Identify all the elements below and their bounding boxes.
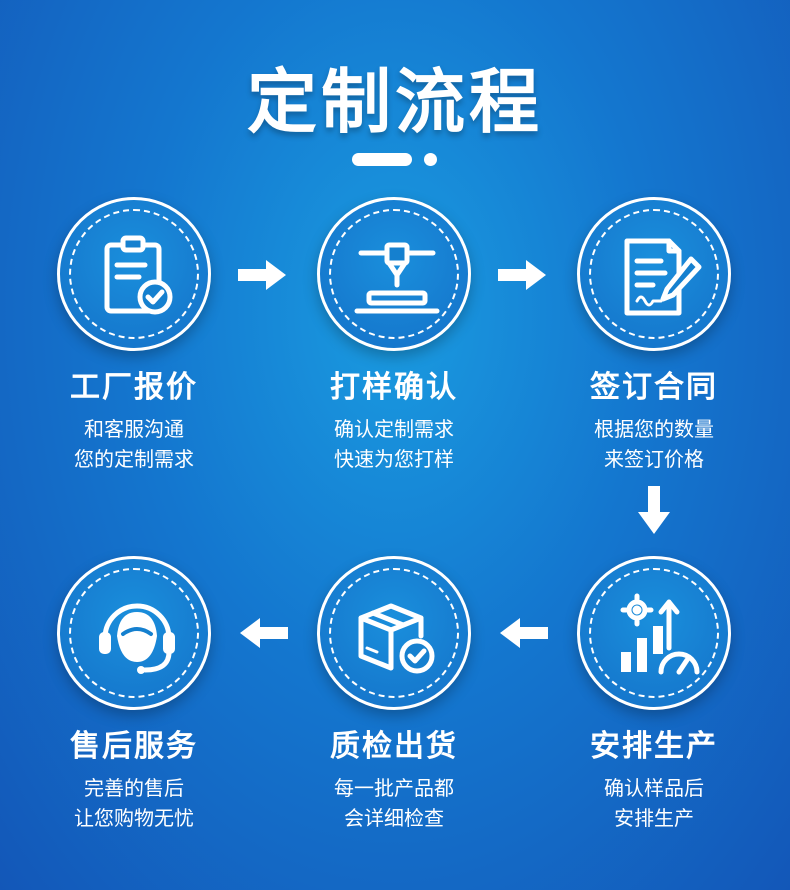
step-5-desc-line1: 每一批产品都 [334, 776, 454, 800]
arrow-left-icon [500, 618, 548, 648]
step-6-desc-line2: 让您购物无忧 [74, 806, 194, 830]
step-1-circle [57, 197, 211, 351]
step-2-desc-line2: 快速为您打样 [334, 447, 454, 471]
step-1-desc-line1: 和客服沟通 [84, 417, 184, 441]
step-6-title: 售后服务 [70, 729, 198, 764]
step-3-desc-line2: 来签订价格 [604, 447, 704, 471]
title-underline-bar [352, 153, 412, 166]
step-4-desc-line2: 安排生产 [614, 806, 694, 830]
3d-printer-icon [354, 242, 440, 314]
step-5-title: 质检出货 [330, 729, 458, 764]
step-2-title: 打样确认 [330, 370, 458, 405]
step-2-circle [317, 197, 471, 351]
production-chart-icon [620, 593, 700, 675]
step-4-circle [577, 556, 731, 710]
step-1-title: 工厂报价 [70, 370, 198, 405]
contract-pen-icon [624, 238, 702, 316]
step-5-circle [317, 556, 471, 710]
step-5-desc-line2: 会详细检查 [344, 806, 444, 830]
clipboard-check-icon [104, 235, 173, 315]
step-4-desc-line1: 确认样品后 [604, 776, 704, 800]
arrow-down-icon [638, 486, 670, 534]
step-4-title: 安排生产 [590, 729, 718, 764]
step-3-title: 签订合同 [590, 370, 718, 405]
title-underline-dot [424, 153, 437, 166]
headset-agent-icon [99, 603, 175, 674]
step-3-desc-line1: 根据您的数量 [594, 417, 714, 441]
step-3-circle [577, 197, 731, 351]
arrow-right-icon [238, 260, 286, 290]
page-title: 定制流程 [247, 61, 543, 143]
step-6-circle [57, 556, 211, 710]
arrow-right-icon [498, 260, 546, 290]
step-1-desc-line2: 您的定制需求 [74, 447, 194, 471]
step-6-desc-line1: 完善的售后 [84, 776, 184, 800]
box-check-icon [358, 603, 435, 674]
arrow-left-icon [240, 618, 288, 648]
step-2-desc-line1: 确认定制需求 [334, 417, 454, 441]
